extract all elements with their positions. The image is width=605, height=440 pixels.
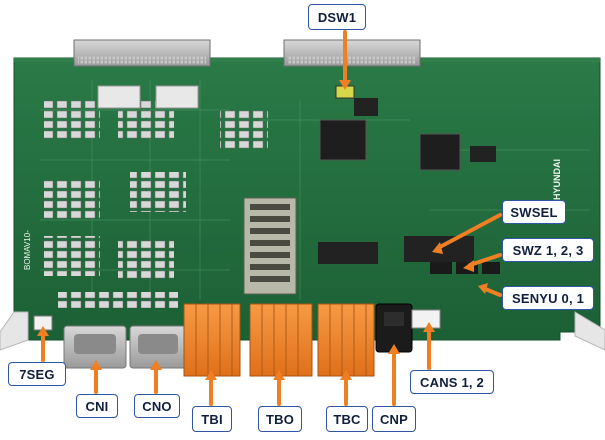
board-brand-text: HYUNDAI <box>552 159 562 200</box>
relay-block <box>243 197 297 295</box>
label-7seg: 7SEG <box>8 362 66 386</box>
label-cni: CNI <box>76 394 118 418</box>
tbo-terminal <box>249 303 313 377</box>
ic-dark-4 <box>470 146 496 162</box>
label-tbo: TBO <box>258 406 302 432</box>
processor-1 <box>319 119 367 161</box>
cans-connector <box>411 309 441 329</box>
left-ejector <box>0 311 29 351</box>
label-cnp: CNP <box>372 406 416 432</box>
callout-arrowheads <box>37 80 488 380</box>
swz-switches <box>430 262 500 274</box>
label-cno: CNO <box>134 394 180 418</box>
ic-dark-6 <box>318 242 378 264</box>
label-swz: SWZ 1, 2, 3 <box>502 238 594 262</box>
top-connector-left <box>73 39 211 67</box>
top-connector-right <box>283 39 421 67</box>
cni-connector <box>63 325 127 369</box>
label-tbc: TBC <box>326 406 368 432</box>
ic-dark-3 <box>354 98 378 116</box>
ic-white-1 <box>97 85 141 109</box>
tbc-terminal <box>317 303 375 377</box>
tbi-terminal <box>183 303 241 377</box>
label-tbi: TBI <box>192 406 232 432</box>
label-swsel: SWSEL <box>502 200 566 224</box>
label-senyu: SENYU 0, 1 <box>502 286 594 310</box>
chip-arrays <box>44 100 268 308</box>
right-ejector <box>574 311 605 351</box>
label-cans: CANS 1, 2 <box>410 370 494 394</box>
cno-connector <box>129 325 187 369</box>
board-model-text: BOMAV10- <box>23 230 32 270</box>
ic-white-2 <box>155 85 199 109</box>
label-dsw1: DSW1 <box>308 4 366 30</box>
processor-2 <box>419 133 461 171</box>
